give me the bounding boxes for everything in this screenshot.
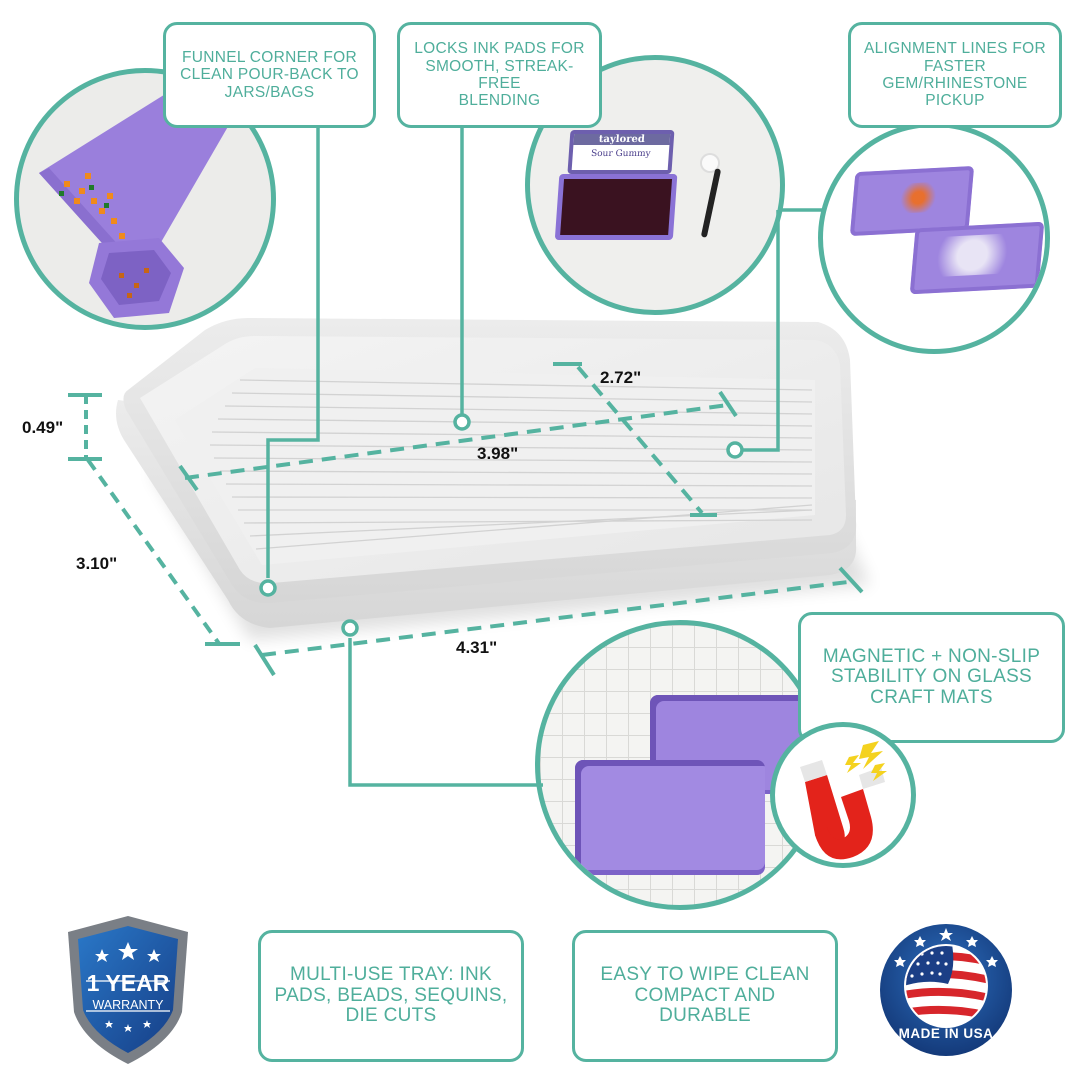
purple-tray-front [575,760,765,870]
made-in-usa-text: MADE IN USA [898,1026,994,1041]
magnet-photo [770,722,916,868]
depth-dimension-label: 3.10" [76,554,118,573]
usa-flag-seal-icon [880,924,1012,1056]
height-dimension-label: 0.49" [22,418,64,437]
shield-icon [68,916,188,1064]
callout-alignment-lines: ALIGNMENT LINES FOR FASTER GEM/RHINESTON… [848,22,1062,128]
craft-mat-photo [535,620,825,910]
callout-easy-clean: EASY TO WIPE CLEAN COMPACT AND DURABLE [572,930,838,1062]
rhinestone-tray [909,221,1045,295]
callout-multi-use: MULTI-USE TRAY: INK PADS, BEADS, SEQUINS… [258,930,524,1062]
made-in-usa-badge: MADE IN USA [878,922,1014,1058]
blending-brush-handle [700,168,722,238]
inner-width-dimension-label: 2.72" [600,368,642,387]
warranty-label: WARRANTY [92,998,164,1012]
warranty-badge: 1 YEAR WARRANTY [62,912,194,1068]
horseshoe-magnet-icon [800,741,887,860]
length-dimension-label: 4.31" [456,638,498,657]
inner-length-dimension-label: 3.98" [477,444,519,463]
blending-brush [702,155,718,171]
callout-ink-pads: LOCKS INK PADS FOR SMOOTH, STREAK-FREE B… [397,22,602,128]
gem-trays-photo [818,122,1050,354]
ink-pad-surface [554,174,678,240]
ink-pad-brand: taylored [573,134,671,145]
ink-pad-label: taylored Sour Gummy [567,130,675,174]
warranty-years: 1 YEAR [86,970,170,996]
callout-funnel-corner: FUNNEL CORNER FOR CLEAN POUR-BACK TO JAR… [163,22,376,128]
ink-pad-case: taylored Sour Gummy [554,130,683,258]
ink-pad-color-name: Sour Gummy [590,149,651,159]
